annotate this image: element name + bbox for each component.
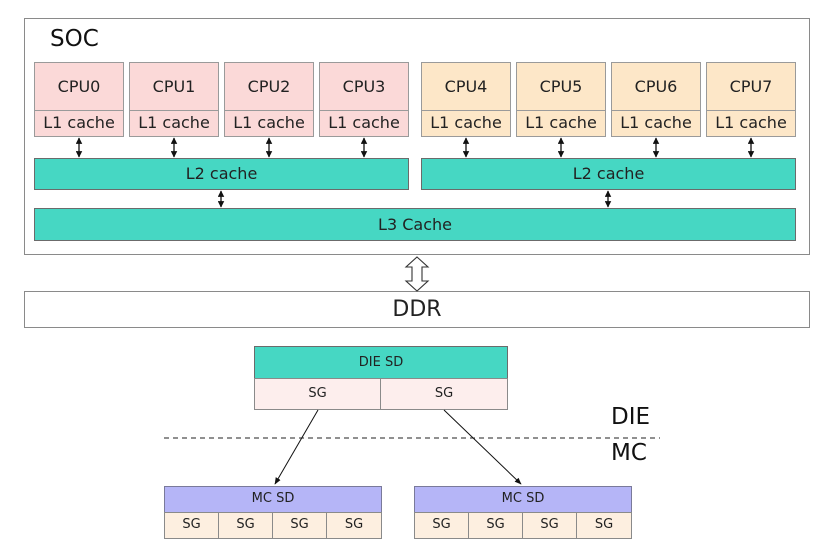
mc-sd-left: MC SD xyxy=(164,486,382,513)
cpu0-block: CPU0 L1 cache xyxy=(34,62,124,137)
sg-to-mc-sd-right-arrow xyxy=(443,409,522,485)
l1-cache: L1 cache xyxy=(517,110,605,136)
cpu1-block: CPU1 L1 cache xyxy=(129,62,219,137)
cpu-name: CPU0 xyxy=(57,77,101,96)
l1-cache: L1 cache xyxy=(130,110,218,136)
l1-cache: L1 cache xyxy=(707,110,795,136)
cpu-name: CPU2 xyxy=(247,77,291,96)
soc-ddr-arrow xyxy=(404,256,430,292)
cpu-name: CPU3 xyxy=(342,77,386,96)
cpu7-block: CPU7 L1 cache xyxy=(706,62,796,137)
l1-cache: L1 cache xyxy=(612,110,700,136)
cpu5-block: CPU5 L1 cache xyxy=(516,62,606,137)
die-label: DIE xyxy=(611,404,651,430)
cpu-name: CPU4 xyxy=(444,77,488,96)
mc-sg-cell: SG xyxy=(576,512,632,539)
l2-cache-right: L2 cache xyxy=(421,158,796,190)
soc-label: SOC xyxy=(50,26,99,52)
mc-sg-cell: SG xyxy=(414,512,469,539)
cpu-name: CPU6 xyxy=(634,77,678,96)
mc-sg-cell: SG xyxy=(326,512,382,539)
cpu6-block: CPU6 L1 cache xyxy=(611,62,701,137)
l3-cache: L3 Cache xyxy=(34,208,796,241)
cpu-name: CPU5 xyxy=(539,77,583,96)
cpu-name: CPU1 xyxy=(152,77,196,96)
mc-sg-cell: SG xyxy=(164,512,219,539)
cpu4-block: CPU4 L1 cache xyxy=(421,62,511,137)
sg-to-mc-sd-left-arrow xyxy=(274,409,319,485)
l1-cache: L1 cache xyxy=(422,110,510,136)
mc-label: MC xyxy=(611,440,647,466)
l2-cache-left: L2 cache xyxy=(34,158,409,190)
l1-cache: L1 cache xyxy=(35,110,123,136)
mc-sg-cell: SG xyxy=(218,512,273,539)
die-sg-cell: SG xyxy=(380,378,508,410)
cpu3-block: CPU3 L1 cache xyxy=(319,62,409,137)
l1-cache: L1 cache xyxy=(225,110,313,136)
cpu2-block: CPU2 L1 cache xyxy=(224,62,314,137)
cpu-name: CPU7 xyxy=(729,77,773,96)
mc-sg-cell: SG xyxy=(272,512,327,539)
l1-cache: L1 cache xyxy=(320,110,408,136)
